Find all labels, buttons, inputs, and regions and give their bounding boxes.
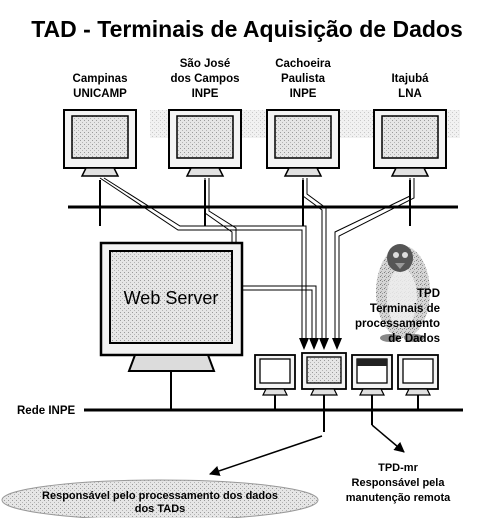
site-name-cont: Paulista bbox=[281, 73, 326, 85]
tad-monitor-cachoeira bbox=[266, 109, 340, 177]
top-bus-drops bbox=[99, 180, 411, 226]
server-arrowheads bbox=[299, 338, 342, 350]
monitor-screen bbox=[381, 115, 439, 159]
site-name: Cachoeira bbox=[275, 58, 331, 70]
tpd-monitor-1 bbox=[254, 354, 296, 396]
site-name: Itajubá bbox=[391, 73, 429, 85]
monitor-screen bbox=[274, 115, 332, 159]
tpd-line: processamento bbox=[355, 318, 440, 330]
site-institution: LNA bbox=[398, 88, 422, 100]
monitor-stand bbox=[283, 167, 323, 177]
note-line: dos TADs bbox=[135, 503, 186, 515]
tpd-monitor-2 bbox=[301, 352, 347, 396]
site-name-cont: dos Campos bbox=[170, 73, 239, 85]
site-institution: INPE bbox=[290, 88, 317, 100]
network-label: Rede INPE bbox=[17, 405, 75, 417]
arrow-to-processing-note bbox=[209, 435, 323, 476]
tpd-line: Terminais de bbox=[370, 303, 440, 315]
tpd-label: TPD Terminais de processamento de Dados bbox=[355, 288, 440, 345]
site-label-cachoeira: Cachoeira Paulista INPE bbox=[275, 58, 331, 100]
inpe-bus-drops bbox=[274, 395, 419, 432]
site-institution: UNICAMP bbox=[73, 88, 127, 100]
tpd-code: TPD bbox=[417, 288, 440, 300]
monitor-screen bbox=[109, 250, 233, 344]
processing-note: Responsável pelo processamento dos dados… bbox=[1, 479, 319, 518]
tpd-mr-label: TPD-mr Responsável pela manutenção remot… bbox=[346, 462, 451, 504]
site-label-campinas: Campinas UNICAMP bbox=[73, 73, 128, 100]
monitor-stand bbox=[185, 167, 225, 177]
tad-monitor-itajuba bbox=[373, 109, 447, 177]
tpd-monitor-4 bbox=[397, 354, 439, 396]
web-server-label: Web Server bbox=[124, 288, 219, 308]
penguin-icon bbox=[376, 244, 430, 342]
note-ellipse bbox=[1, 479, 319, 518]
monitor-stand bbox=[80, 167, 120, 177]
tpd-mr-line: Responsável pela bbox=[352, 477, 446, 489]
monitor-screen bbox=[176, 115, 234, 159]
site-label-itajuba: Itajubá LNA bbox=[391, 73, 429, 100]
tpd-line: de Dados bbox=[388, 333, 440, 345]
arrow-to-tpd-mr bbox=[371, 424, 405, 453]
tpd-monitor-3 bbox=[351, 354, 393, 396]
tad-monitor-campinas bbox=[63, 109, 137, 177]
monitor-screen bbox=[71, 115, 129, 159]
page-title: TAD - Terminais de Aquisição de Dados bbox=[31, 16, 463, 42]
site-name: São José bbox=[180, 58, 231, 70]
tpd-mr-code: TPD-mr bbox=[378, 462, 418, 474]
site-institution: INPE bbox=[192, 88, 219, 100]
site-name: Campinas bbox=[73, 73, 128, 85]
tpd-mr-line: manutenção remota bbox=[346, 492, 451, 504]
monitor-stand bbox=[390, 167, 430, 177]
tad-monitor-sao-jose bbox=[168, 109, 242, 177]
note-line: Responsável pelo processamento dos dados bbox=[42, 490, 278, 502]
web-server-monitor: Web Server bbox=[99, 241, 244, 372]
site-label-sao-jose: São José dos Campos INPE bbox=[170, 58, 239, 100]
monitor-stand bbox=[127, 354, 216, 372]
